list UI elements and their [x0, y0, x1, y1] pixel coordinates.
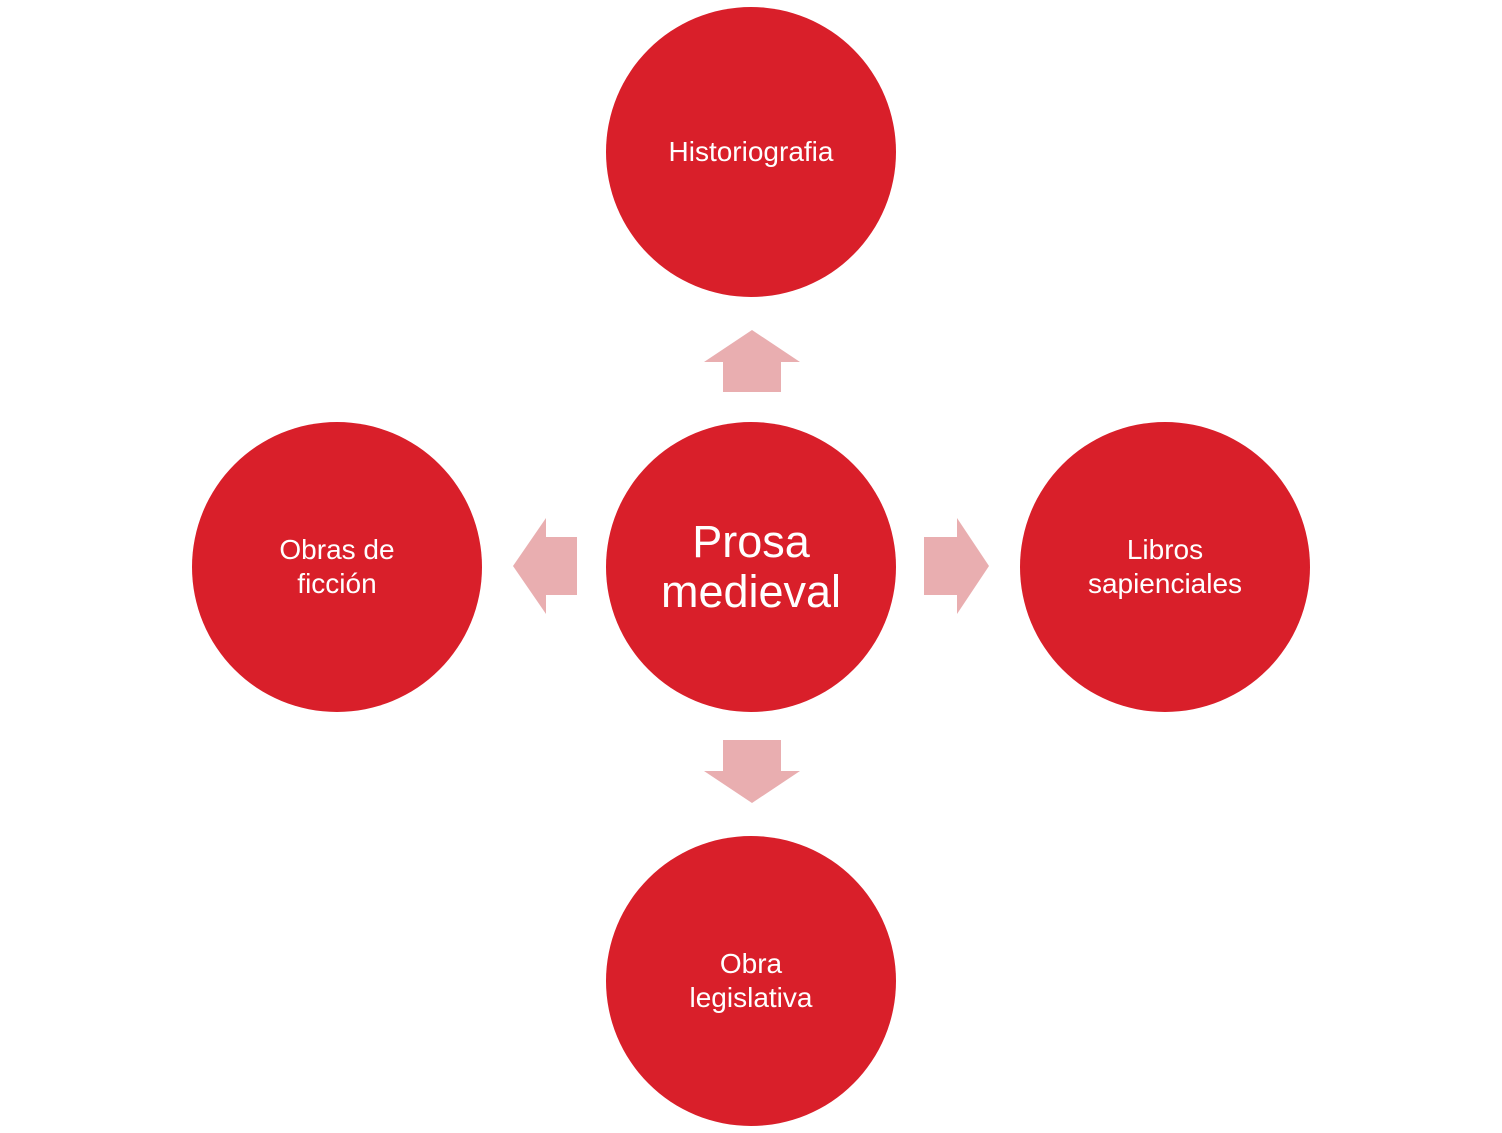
node-historiografia-label: Historiografia [668, 136, 834, 167]
arrow-down [704, 740, 800, 803]
arrow-down-shape [704, 740, 800, 803]
arrow-right [924, 518, 989, 614]
arrow-up-shape [704, 330, 800, 392]
node-libros-sapienciales: Libros sapienciales [1020, 422, 1310, 712]
node-prosa-medieval: Prosa medieval [606, 422, 896, 712]
node-obra-legislativa: Obra legislativa [606, 836, 896, 1126]
arrow-left [513, 518, 577, 614]
node-prosa-medieval-label: Prosa medieval [660, 516, 842, 617]
node-obras-de-ficcion-label: Obras de ficción [279, 534, 395, 599]
arrow-right-shape [924, 518, 989, 614]
node-libros-sapienciales-label: Libros sapienciales [1087, 534, 1243, 599]
arrow-up [704, 330, 800, 392]
node-obra-legislativa-label: Obra legislativa [689, 948, 813, 1013]
node-obras-de-ficcion: Obras de ficción [192, 422, 482, 712]
arrow-left-shape [513, 518, 577, 614]
node-historiografia: Historiografia [606, 7, 896, 297]
